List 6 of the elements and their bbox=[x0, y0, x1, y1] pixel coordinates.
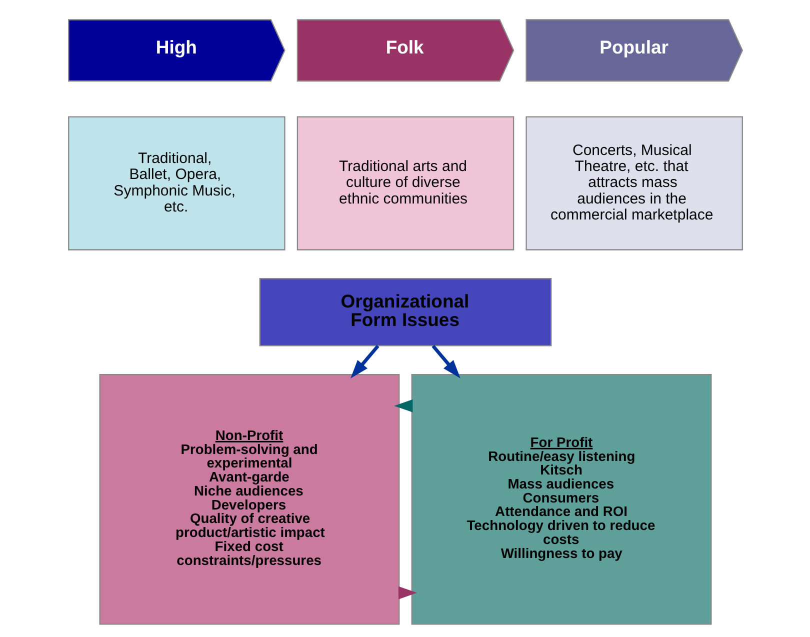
arrow bbox=[350, 344, 379, 378]
node-box: Concerts, Musical Theatre, etc. that attracts mass audiences in the commercial marketplace bbox=[525, 116, 742, 250]
arrow bbox=[431, 344, 460, 378]
node-box: Organizational Form Issues bbox=[258, 278, 552, 346]
node-box: Traditional, Ballet, Opera, Symphonic Music, etc. bbox=[68, 116, 285, 250]
node-box: Traditional arts and culture of diverse ethnic communities bbox=[296, 116, 514, 250]
